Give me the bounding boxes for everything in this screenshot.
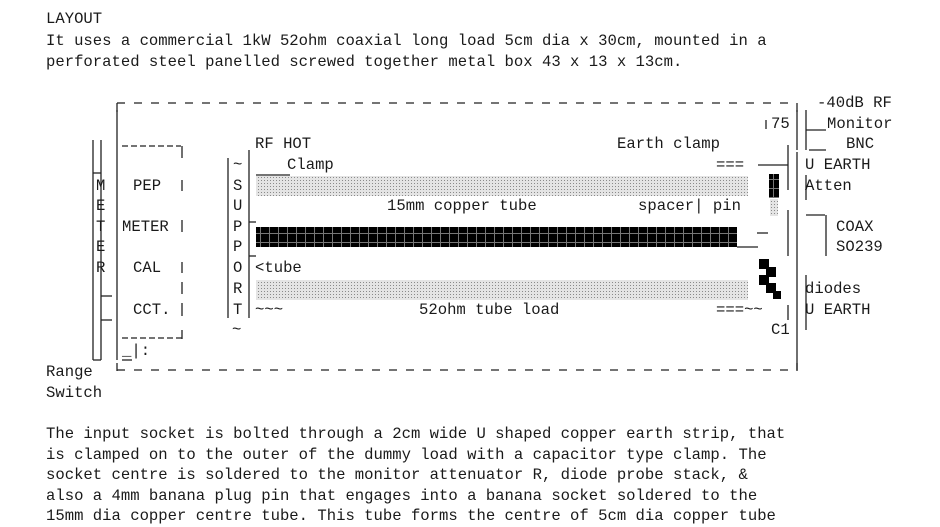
c1-label: C1 [771, 321, 790, 339]
meter-label: METER [122, 218, 169, 236]
section-heading: LAYOUT [46, 10, 103, 28]
left-tilde: ~~~ [255, 301, 284, 319]
rf-level-label: -40dB RF [817, 94, 892, 112]
attenuator-resistor [769, 174, 779, 198]
coax-label: COAX [836, 218, 874, 236]
rf-hot-label: RF HOT [255, 135, 312, 153]
range-switch-symbol: _|: [122, 342, 151, 360]
diodes-label: diodes [805, 280, 862, 298]
body-line-3: socket centre is soldered to the monitor… [46, 466, 748, 484]
cct-label: CCT. [133, 301, 171, 319]
support-letter: ~ [233, 156, 243, 174]
load-lower-hatch [256, 280, 748, 300]
u-earth-top-label: U EARTH [805, 156, 871, 174]
monitor-label: Monitor [827, 115, 893, 133]
switch-label: Switch [46, 384, 103, 402]
clamp-label: Clamp [287, 156, 334, 174]
meter-letter: E [96, 197, 106, 215]
tube-load-label: 52ohm tube load [419, 301, 560, 319]
spacer-pin-label: spacer| pin [638, 197, 741, 215]
atten-label: Atten [805, 177, 852, 195]
range-label: Range [46, 363, 93, 381]
diode-stack [759, 259, 781, 299]
load-upper-hatch [256, 176, 748, 196]
layout-diagram [92, 102, 827, 371]
body-line-2: is clamped on to the outer of the dummy … [46, 446, 767, 464]
copper-tube-label: 15mm copper tube [387, 197, 537, 215]
intro-line-1: It uses a commercial 1kW 52ohm coaxial l… [46, 32, 767, 50]
bnc-label: BNC [846, 135, 875, 153]
copper-tube [256, 227, 737, 247]
support-letter: T [233, 301, 243, 319]
support-letter: P [233, 218, 243, 236]
support-letter: R [233, 280, 243, 298]
earth-eq-top: === [716, 156, 745, 174]
support-outline [227, 150, 256, 318]
support-letter: P [233, 238, 243, 256]
meter-letter: M [96, 177, 106, 195]
so239-label: SO239 [836, 238, 883, 256]
body-line-5: 15mm dia copper centre tube. This tube f… [46, 507, 776, 525]
meter-letter: R [96, 259, 106, 277]
intro-line-2: perforated steel panelled screwed togeth… [46, 53, 683, 71]
earth-eq-bottom: ===~~ [716, 301, 763, 319]
support-tilde: ~ [232, 321, 242, 339]
pep-meter-outline [122, 145, 183, 339]
support-letter: O [233, 259, 243, 277]
pep-label: PEP [133, 177, 162, 195]
meter-outline [92, 110, 132, 361]
tube-label: <tube [255, 259, 302, 277]
right-side-lines [757, 110, 827, 370]
attn-value: 75 [771, 115, 790, 133]
u-earth-bottom-label: U EARTH [805, 301, 871, 319]
support-letter: S [233, 177, 243, 195]
support-letter: U [233, 197, 243, 215]
meter-letter: E [96, 238, 106, 256]
cal-label: CAL [133, 259, 162, 277]
body-line-1: The input socket is bolted through a 2cm… [46, 425, 786, 443]
meter-letter: T [96, 218, 106, 236]
body-line-4: also a 4mm banana plug pin that engages … [46, 487, 758, 505]
earth-clamp-label: Earth clamp [617, 135, 720, 153]
